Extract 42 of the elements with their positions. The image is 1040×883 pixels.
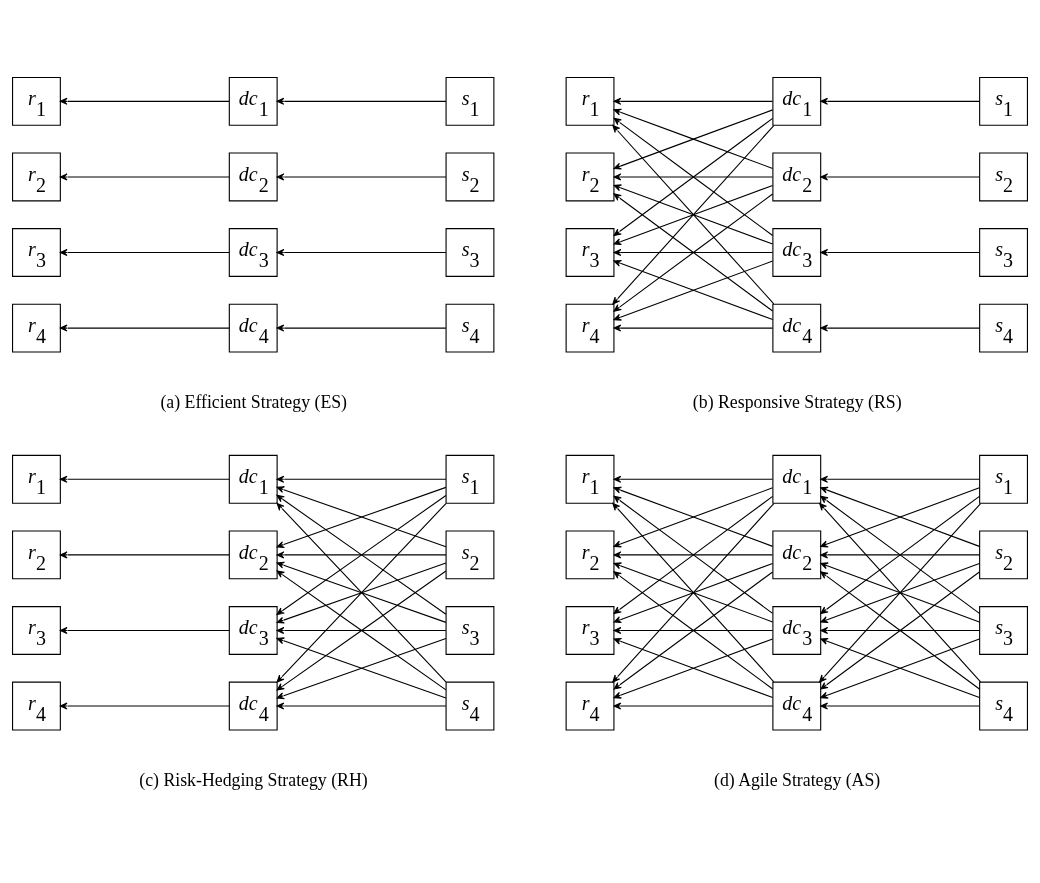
arrow [276,702,447,710]
arrow [59,324,230,332]
arrow [820,475,980,483]
arrow [59,702,230,710]
arrow [59,626,230,635]
arrow [613,97,774,105]
arrow [276,570,447,691]
label: (c) Risk-Hedging Strategy (RH) [139,769,368,790]
arrow [276,248,447,257]
arrow [276,494,447,615]
arrow [613,173,774,181]
arrow [613,571,774,690]
label: (d) Agile Strategy (AS) [713,769,881,790]
arrow [820,571,980,690]
arrow [820,324,980,332]
arrow [613,551,774,559]
arrow [613,193,774,312]
arrow [613,248,774,257]
arrow [59,475,230,483]
arrow [59,173,230,181]
arrow [820,97,980,105]
arrow [820,173,980,181]
arrow [613,475,774,483]
arrow [276,475,447,483]
arrow [613,702,774,710]
arrow [820,626,980,635]
arrow [820,702,980,710]
arrow [613,626,774,635]
arrow [820,248,980,257]
arrow [276,626,447,635]
arrow [276,173,447,181]
arrow [276,551,447,559]
arrow [613,324,774,332]
arrow [276,324,447,332]
label: (a) Efficient Strategy (ES) [160,391,348,412]
arrow [276,97,447,105]
arrow [613,117,774,237]
arrow [59,551,230,559]
arrow [820,551,980,559]
arrow [59,97,230,105]
arrow [59,248,230,257]
label: (b) Responsive Strategy (RS) [692,391,902,412]
